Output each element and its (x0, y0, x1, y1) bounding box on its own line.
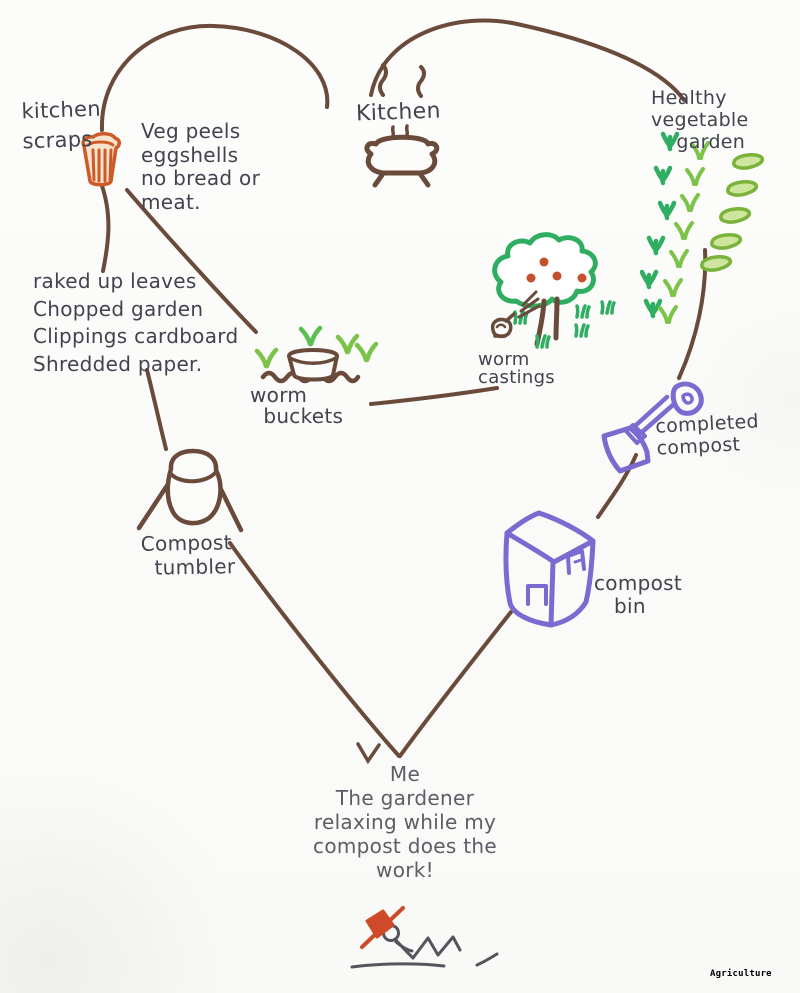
label-kitchen-scraps: kitchen scraps (21, 96, 102, 154)
compost-tumbler-icon (136, 448, 244, 533)
label-completed-compost: completed compost (654, 410, 760, 461)
label-brown-materials: raked up leaves Chopped garden Clippings… (33, 269, 239, 376)
worm-critter-icon (490, 290, 541, 339)
label-worm-castings: worm castings (478, 349, 555, 388)
steam-icon (378, 63, 426, 98)
label-veg-peels: Veg peels eggshells no bread or meat. (141, 119, 261, 214)
label-healthy-garden: Healthy vegetable garden (651, 87, 749, 153)
label-gardener-caption: Me The gardener relaxing while my compos… (313, 762, 497, 882)
shovel-icon (601, 381, 704, 474)
arrow-down-tip-icon (356, 742, 381, 765)
label-compost-bin: compost bin (594, 571, 683, 618)
cooking-pot-icon (364, 124, 440, 188)
label-worm-buckets: worm buckets (250, 383, 344, 428)
label-kitchen: Kitchen (355, 98, 442, 127)
compost-bin-icon (503, 510, 596, 628)
fruit-tree-icon (492, 232, 616, 349)
label-compost-tumbler: Compost tumbler (140, 530, 236, 580)
scrap-bin-icon (81, 132, 121, 187)
worm-bucket-icon (257, 328, 376, 384)
corner-category-tag: Agriculture (710, 969, 772, 979)
gardener-figure-icon (350, 906, 499, 969)
